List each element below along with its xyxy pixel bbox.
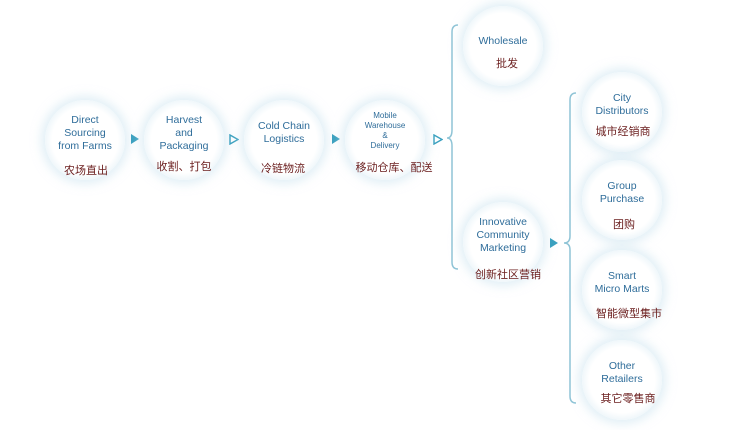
node-other-retailers: Other Retailers [582,340,662,420]
node-group-purchase-cn: 团购 [613,218,635,231]
node-group-purchase-label: Group Purchase [599,180,645,205]
node-community-marketing: Innovative Community Marketing [463,202,543,282]
node-community-marketing-label: Innovative Community Marketing [476,215,530,254]
hollow-arrow-icon [433,134,443,145]
node-harvest-packaging-label: Harvest and Packaging [159,113,209,152]
node-community-marketing-cn: 创新社区营销 [475,268,541,281]
node-group-purchase: Group Purchase [582,160,662,240]
node-direct-sourcing: Direct Sourcing from Farms [45,100,125,180]
node-wholesale-cn: 批发 [496,57,518,70]
node-cold-chain-cn: 冷链物流 [261,162,305,175]
node-city-distributors-cn: 城市经销商 [595,125,651,138]
node-city-distributors-label: City Distributors [595,92,649,117]
arrow-icon [332,134,340,144]
bracket-2 [563,92,577,404]
node-mobile-warehouse-cn: 移动仓库、配送 [355,161,433,174]
node-wholesale-label: Wholesale [478,34,528,47]
node-wholesale: Wholesale [463,6,543,86]
node-smart-micro-marts: Smart Micro Marts [582,250,662,330]
node-other-retailers-cn: 其它零售商 [600,392,656,405]
arrow-icon [550,238,558,248]
node-mobile-warehouse: Mobile Warehouse & Delivery [345,100,425,180]
node-harvest-packaging: Harvest and Packaging [144,100,224,180]
hollow-arrow-icon [229,134,239,145]
node-smart-micro-marts-label: Smart Micro Marts [594,270,650,295]
arrow-icon [131,134,139,144]
node-cold-chain: Cold Chain Logistics [244,100,324,180]
node-smart-micro-marts-cn: 智能微型集市 [596,307,662,320]
node-harvest-packaging-cn: 收割、打包 [156,160,212,173]
node-direct-sourcing-label: Direct Sourcing from Farms [58,113,112,152]
node-city-distributors: City Distributors [582,72,662,152]
node-direct-sourcing-cn: 农场直出 [64,164,108,177]
bracket-1 [446,24,459,270]
node-mobile-warehouse-label: Mobile Warehouse & Delivery [364,111,406,150]
node-cold-chain-label: Cold Chain Logistics [258,120,310,145]
node-other-retailers-label: Other Retailers [601,360,643,385]
